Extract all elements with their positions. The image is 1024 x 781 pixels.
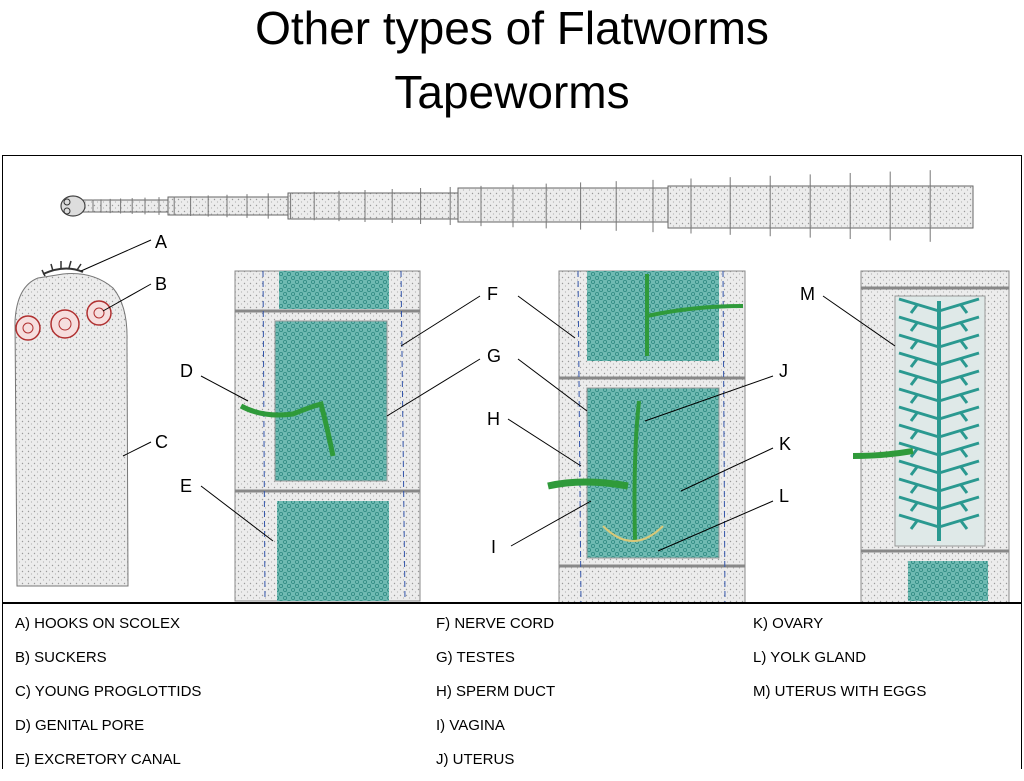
label-g: G [487, 346, 501, 366]
legend-item: D) GENITAL PORE [15, 717, 145, 734]
legend-item: M) UTERUS WITH EGGS [753, 683, 927, 700]
whole-tapeworm [60, 170, 974, 242]
legend-table: A) HOOKS ON SCOLEX B) SUCKERS C) YOUNG P… [2, 602, 1022, 769]
proglottid-panel-2 [547, 270, 746, 603]
label-a: A [155, 232, 167, 252]
legend-item: I) VAGINA [436, 717, 505, 734]
label-c: C [155, 432, 168, 452]
legend-item: J) UTERUS [436, 751, 515, 768]
legend-item: K) OVARY [753, 615, 824, 632]
proglottid-panel-1 [234, 270, 421, 602]
label-j: J [779, 361, 788, 381]
tapeworm-illustration: A B C D E F G H I J K L M [14, 170, 1010, 603]
slide-subtitle: Tapeworms [394, 66, 630, 118]
figure-labels: A B C D E F G H I J K L M [155, 232, 815, 557]
legend-column-1: A) HOOKS ON SCOLEX B) SUCKERS C) YOUNG P… [15, 611, 201, 781]
label-i: I [491, 537, 496, 557]
label-d: D [180, 361, 193, 381]
legend-item: B) SUCKERS [15, 649, 107, 666]
label-h: H [487, 409, 500, 429]
label-e: E [180, 476, 192, 496]
slide-title: Other types of Flatworms [255, 2, 769, 54]
mature-proglottid [852, 270, 1010, 603]
legend-item: L) YOLK GLAND [753, 649, 867, 666]
legend-item: C) YOUNG PROGLOTTIDS [15, 683, 202, 700]
legend-column-3: K) OVARY L) YOLK GLAND M) UTERUS WITH EG… [753, 611, 926, 713]
tapeworm-diagram: A B C D E F G H I J K L M [2, 155, 1022, 604]
legend-item: G) TESTES [436, 649, 515, 666]
leader-lines [80, 239, 896, 552]
legend-item: F) NERVE CORD [436, 615, 555, 632]
label-m: M [800, 284, 815, 304]
legend-item: E) EXCRETORY CANAL [15, 751, 181, 768]
legend-item: H) SPERM DUCT [436, 683, 556, 700]
label-f: F [487, 284, 498, 304]
label-l: L [779, 486, 789, 506]
sucker-icon [15, 300, 112, 341]
legend-column-2: F) NERVE CORD G) TESTES H) SPERM DUCT I)… [436, 611, 555, 781]
label-b: B [155, 274, 167, 294]
scolex-drawing [14, 260, 129, 587]
label-k: K [779, 434, 791, 454]
legend-item: A) HOOKS ON SCOLEX [15, 615, 181, 632]
